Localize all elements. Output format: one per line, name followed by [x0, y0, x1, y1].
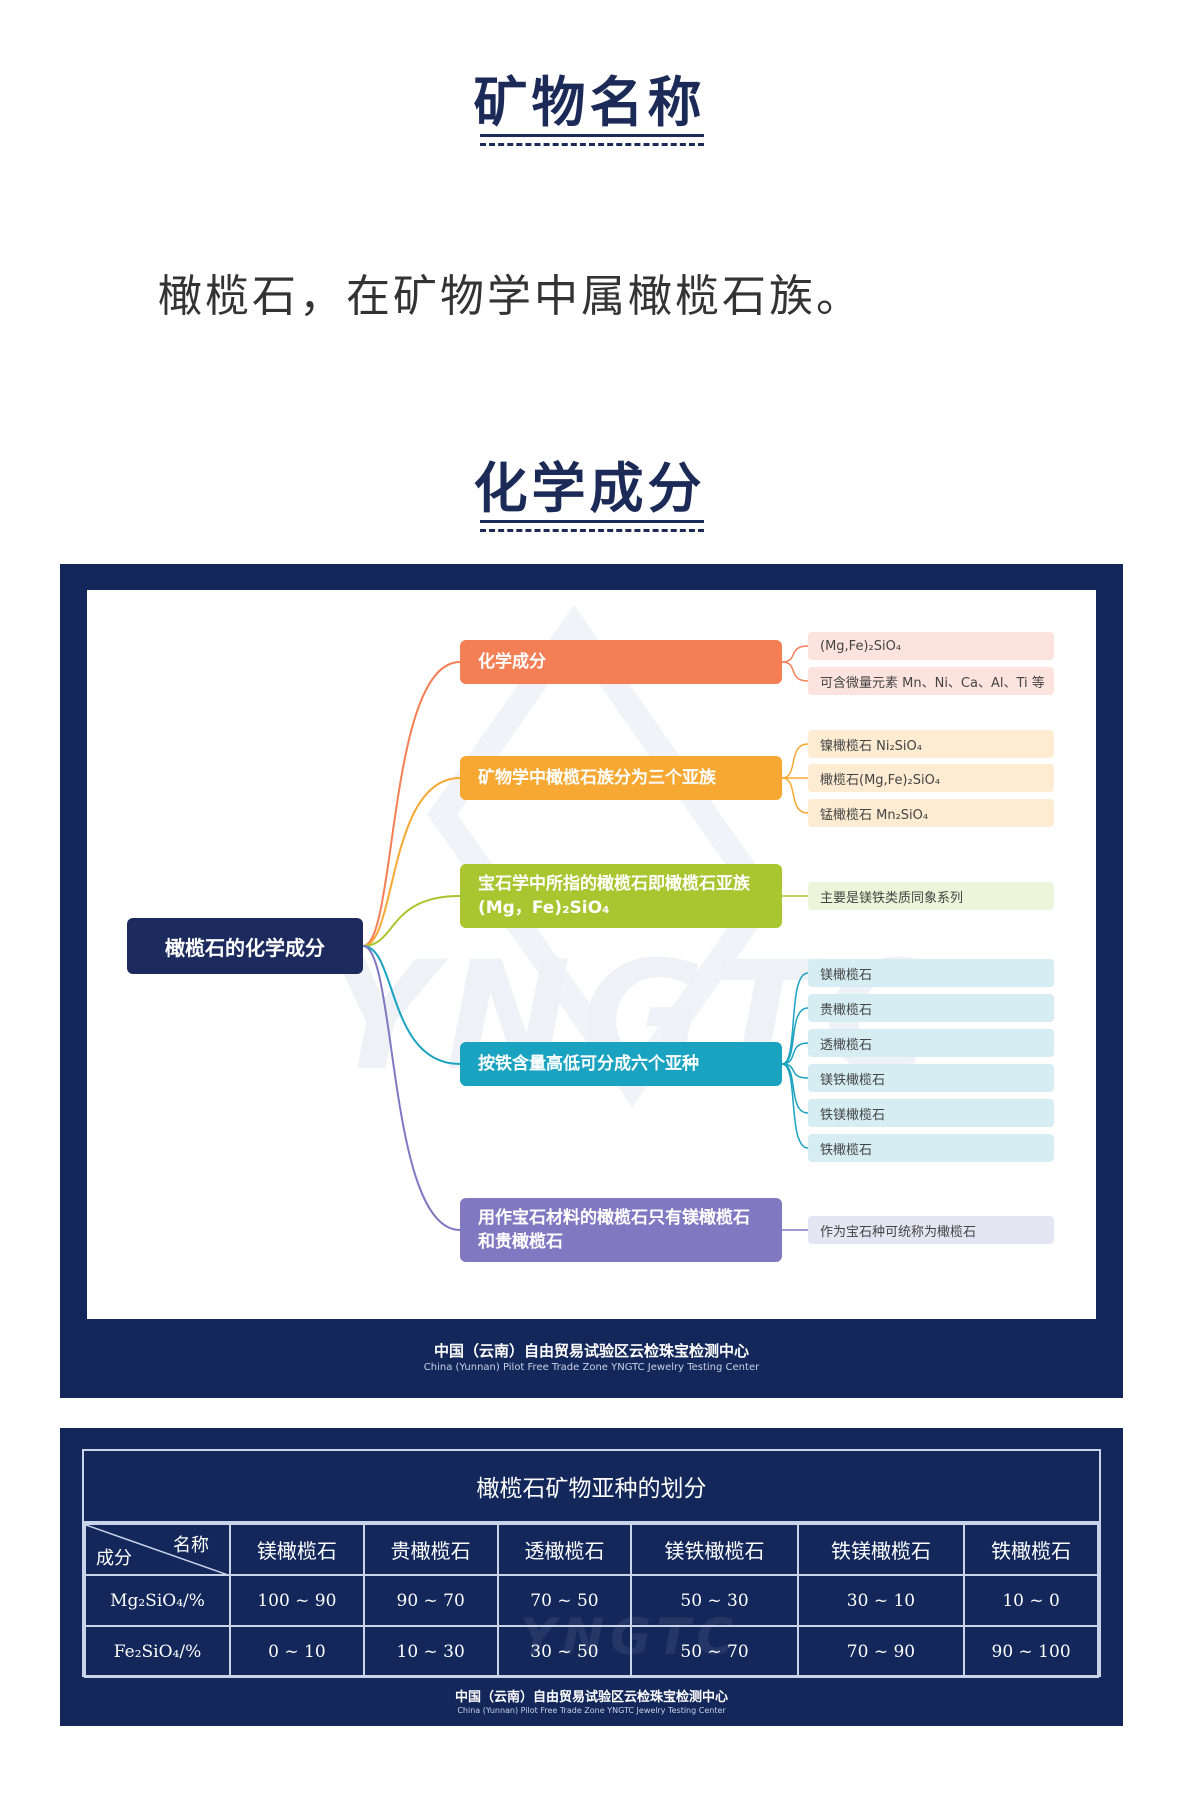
table-cell: 70 ~ 90: [796, 1625, 966, 1678]
mindmap-root-node: 橄榄石的化学成分: [127, 918, 363, 974]
table-cell: 100 ~ 90: [229, 1574, 365, 1627]
leaf-subspecies: 镁橄榄石: [808, 959, 1054, 987]
leaf-collective-name: 作为宝石种可统称为橄榄石: [808, 1216, 1054, 1244]
column-header: 镁铁橄榄石: [630, 1523, 799, 1576]
mindmap-connectors: [362, 645, 809, 1231]
branch-label-line2: 和贵橄榄石: [478, 1232, 563, 1252]
table-cell: 10 ~ 0: [963, 1574, 1099, 1627]
table-body: 名称 成分 镁橄榄石 贵橄榄石 透橄榄石 镁铁橄榄石 铁镁橄榄石 铁橄榄石 Mg…: [84, 1523, 1099, 1678]
branch-label-line2: (Mg，Fe)₂SiO₄: [478, 898, 610, 918]
subspecies-table: 橄榄石矿物亚种的划分 名称 成分 镁橄榄石 贵橄榄石 透橄榄石 镁铁橄榄石 铁镁…: [82, 1449, 1101, 1678]
panel-footer-en: China (Yunnan) Pilot Free Trade Zone YNG…: [423, 1362, 760, 1373]
section-title-mineral-name: 矿物名称: [473, 71, 706, 134]
corner-label-name: 名称: [173, 1535, 209, 1556]
subspecies-table-panel: YNGTC 橄榄石矿物亚种的划分 名称 成分 镁橄榄石 贵橄榄石 透橄榄石 镁铁…: [60, 1428, 1123, 1726]
corner-label-composition: 成分: [96, 1548, 132, 1569]
title-underline: [480, 520, 704, 523]
branch-chemical-composition: 化学成分: [460, 640, 782, 684]
table-footer-cn: 中国（云南）自由贸易试验区云检珠宝检测中心: [454, 1690, 728, 1705]
branch-gemology-olivine: 宝石学中所指的橄榄石即橄榄石亚族 (Mg，Fe)₂SiO₄: [460, 864, 782, 928]
leaf-subspecies: 镁铁橄榄石: [808, 1064, 1054, 1092]
column-header: 铁橄榄石: [963, 1523, 1099, 1576]
branch-gem-material: 用作宝石材料的橄榄石只有镁橄榄石 和贵橄榄石: [460, 1198, 782, 1262]
branch-label-line1: 宝石学中所指的橄榄石即橄榄石亚族: [478, 874, 750, 894]
leaf-mg-fe-series: 主要是镁铁类质同象系列: [808, 882, 1054, 910]
branch-six-subspecies: 按铁含量高低可分成六个亚种: [460, 1042, 782, 1086]
row-label: Mg₂SiO₄/%: [84, 1574, 231, 1627]
leaf-olivine: 橄榄石(Mg,Fe)₂SiO₄: [808, 764, 1054, 792]
column-header: 铁镁橄榄石: [796, 1523, 966, 1576]
leaf-subspecies: 透橄榄石: [808, 1029, 1054, 1057]
table-cell: 90 ~ 100: [963, 1625, 1099, 1678]
mindmap-canvas: YNGTC 橄榄石的化学成分 化学成分 (Mg,Fe)₂SiO₄: [87, 590, 1096, 1319]
leaf-formula: (Mg,Fe)₂SiO₄: [808, 632, 1054, 660]
leaf-manganese-olivine: 锰橄榄石 Mn₂SiO₄: [808, 799, 1054, 827]
table-header-row: 名称 成分 镁橄榄石 贵橄榄石 透橄榄石 镁铁橄榄石 铁镁橄榄石 铁橄榄石: [84, 1523, 1099, 1576]
table-cell: 50 ~ 70: [630, 1625, 799, 1678]
section-title-chemical-composition: 化学成分: [473, 457, 706, 520]
table-cell: 0 ~ 10: [229, 1625, 365, 1678]
table-row: Mg₂SiO₄/% 100 ~ 90 90 ~ 70 70 ~ 50 50 ~ …: [84, 1574, 1099, 1627]
table-caption: 橄榄石矿物亚种的划分: [84, 1451, 1099, 1523]
leaf-subspecies: 铁橄榄石: [808, 1134, 1054, 1162]
table-cell: 50 ~ 30: [630, 1574, 799, 1627]
leaf-trace-elements: 可含微量元素 Mn、Ni、Ca、Al、Ti 等: [808, 667, 1054, 695]
corner-diagonal-line: [86, 1525, 231, 1576]
branch-label: 按铁含量高低可分成六个亚种: [478, 1054, 699, 1074]
table-cell: 10 ~ 30: [362, 1625, 499, 1678]
table-cell: 30 ~ 50: [496, 1625, 633, 1678]
column-header: 贵橄榄石: [362, 1523, 499, 1576]
table-cell: 70 ~ 50: [496, 1574, 633, 1627]
column-header: 透橄榄石: [496, 1523, 633, 1576]
title-underline-dashed: [480, 143, 704, 146]
mindmap-panel: YNGTC 橄榄石的化学成分 化学成分 (Mg,Fe)₂SiO₄: [60, 564, 1123, 1398]
title-underline-dashed: [480, 529, 704, 532]
intro-text: 橄榄石，在矿物学中属橄榄石族。: [158, 271, 863, 322]
column-header: 镁橄榄石: [229, 1523, 365, 1576]
table-corner-cell: 名称 成分: [84, 1523, 231, 1576]
leaf-subspecies: 铁镁橄榄石: [808, 1099, 1054, 1127]
branch-three-subgroups: 矿物学中橄榄石族分为三个亚族: [460, 756, 782, 800]
leaf-nickel-olivine: 镍橄榄石 Ni₂SiO₄: [808, 730, 1054, 758]
title-underline: [480, 134, 704, 137]
branch-label: 化学成分: [478, 652, 546, 672]
panel-footer-cn: 中国（云南）自由贸易试验区云检珠宝检测中心: [433, 1342, 749, 1360]
row-label: Fe₂SiO₄/%: [84, 1625, 231, 1678]
branch-label-line1: 用作宝石材料的橄榄石只有镁橄榄石: [478, 1208, 750, 1228]
branch-label: 矿物学中橄榄石族分为三个亚族: [478, 768, 716, 788]
table-cell: 90 ~ 70: [362, 1574, 499, 1627]
table-cell: 30 ~ 10: [796, 1574, 966, 1627]
table-row: Fe₂SiO₄/% 0 ~ 10 10 ~ 30 30 ~ 50 50 ~ 70…: [84, 1625, 1099, 1678]
table-footer-en: China (Yunnan) Pilot Free Trade Zone YNG…: [457, 1706, 726, 1715]
leaf-subspecies: 贵橄榄石: [808, 994, 1054, 1022]
